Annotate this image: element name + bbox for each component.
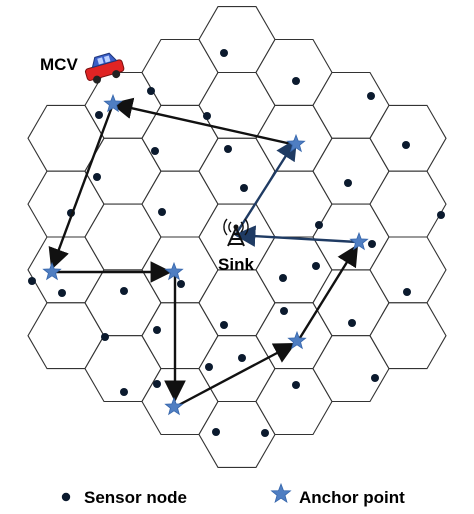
mcv-tour-path <box>48 97 359 409</box>
anchor-point-star <box>286 133 306 153</box>
sensor-node <box>147 87 155 95</box>
sensor-node <box>58 289 66 297</box>
legend-sensor-node-label: Sensor node <box>84 488 187 507</box>
tour-segment-1 <box>110 97 297 147</box>
sensor-node <box>312 262 320 270</box>
hexagonal-cell-grid <box>27 6 447 468</box>
sensor-node <box>153 326 161 334</box>
sink-label: Sink <box>218 255 254 274</box>
sensor-node <box>120 287 128 295</box>
sensor-node <box>205 363 213 371</box>
sensor-node <box>120 388 128 396</box>
tour-segment-2 <box>48 103 115 271</box>
sensor-node <box>261 429 269 437</box>
tour-segment-6 <box>296 244 359 342</box>
sensor-node <box>203 112 211 120</box>
sensor-node <box>403 288 411 296</box>
hex-cell <box>369 302 447 370</box>
legend-anchor-point-label: Anchor point <box>299 488 405 507</box>
sensor-node <box>153 380 161 388</box>
legend: Sensor node Anchor point <box>61 482 405 507</box>
sensor-node <box>368 240 376 248</box>
sensor-node <box>151 147 159 155</box>
anchor-point-star <box>164 396 184 416</box>
sensor-node <box>344 179 352 187</box>
legend-sensor-node: Sensor node <box>61 488 187 507</box>
sensor-node <box>238 354 246 362</box>
sensor-node <box>348 319 356 327</box>
sensor-node <box>212 428 220 436</box>
sensor-node <box>279 274 287 282</box>
sensor-node <box>95 111 103 119</box>
sensor-node <box>224 145 232 153</box>
sensor-node <box>101 333 109 341</box>
anchor-point-star <box>349 231 369 251</box>
vehicle-label: MCV <box>40 55 78 74</box>
legend-anchor-point: Anchor point <box>270 482 405 507</box>
sensor-node <box>240 184 248 192</box>
mobile-charging-vehicle: MCV <box>40 52 125 84</box>
car-icon <box>84 52 125 84</box>
anchor-point-star <box>164 261 184 281</box>
sensor-node <box>437 211 445 219</box>
sensor-nodes <box>28 49 445 437</box>
sensor-node <box>177 280 185 288</box>
anchor-point-star <box>287 330 307 350</box>
sensor-node-marker <box>61 492 71 502</box>
sensor-node <box>402 141 410 149</box>
star-icon <box>270 482 292 504</box>
sensor-node <box>93 173 101 181</box>
sink-link-1 <box>233 225 358 247</box>
sink-link-2 <box>234 138 298 235</box>
anchor-point-star <box>103 93 123 113</box>
sensor-node <box>292 77 300 85</box>
sensor-node <box>220 49 228 57</box>
sensor-node <box>220 321 228 329</box>
sensor-node <box>371 374 379 382</box>
anchor-point-marker <box>270 482 292 504</box>
anchor-point-star <box>42 261 62 281</box>
tour-segment-5 <box>174 342 296 409</box>
sensor-node <box>280 307 288 315</box>
anchor-points <box>42 93 369 416</box>
sensor-node <box>28 277 36 285</box>
sensor-node <box>158 208 166 216</box>
sensor-node <box>315 221 323 229</box>
sensor-node <box>292 381 300 389</box>
sensor-node <box>367 92 375 100</box>
